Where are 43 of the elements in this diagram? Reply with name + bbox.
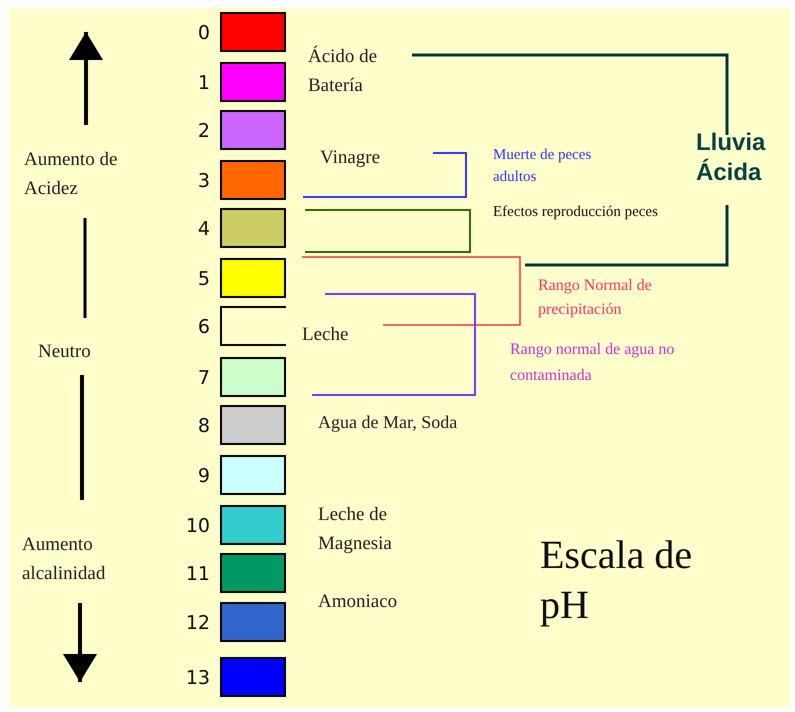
scale-label: Leche de Magnesia: [318, 503, 393, 556]
color-swatch: [220, 208, 286, 248]
scale-label: Neutro: [38, 340, 92, 364]
color-swatch: [220, 553, 286, 593]
ph-value: 1: [196, 72, 210, 94]
ph-value: 3: [196, 170, 210, 192]
scale-label: Amoniaco: [318, 590, 398, 614]
color-swatch: [220, 306, 286, 346]
color-swatch: [220, 357, 286, 397]
ph-value: 9: [196, 465, 210, 487]
color-swatch: [220, 62, 286, 102]
diagram-title: Escala de pH: [540, 531, 694, 629]
scale-label: Rango Normal de precipitación: [538, 276, 653, 320]
ph-value: 12: [184, 612, 210, 634]
scale-label: Vinagre: [320, 146, 382, 170]
color-swatch: [220, 455, 286, 495]
scale-label: Rango normal de agua no contaminada: [510, 340, 676, 386]
ph-value: 6: [196, 316, 210, 338]
ph-value: 8: [196, 415, 210, 437]
ph-value: 7: [196, 367, 210, 389]
color-swatch: [220, 258, 286, 298]
scale-label: Efectos reproducción peces: [493, 203, 659, 222]
ph-value: 10: [184, 515, 210, 537]
scale-label: Leche: [302, 323, 350, 347]
color-swatch: [220, 602, 286, 642]
color-swatch: [220, 505, 286, 545]
color-swatch: [220, 657, 286, 697]
scale-label: Muerte de peces adultos: [493, 146, 592, 187]
ph-value: 13: [184, 667, 210, 689]
scale-label: Aumento de Acidez: [24, 148, 118, 201]
ph-value: 5: [196, 268, 210, 290]
scale-label: Aumento alcalinidad: [22, 533, 106, 586]
color-swatch: [220, 405, 286, 445]
color-swatch: [220, 12, 286, 52]
scale-label: Agua de Mar, Soda: [318, 411, 458, 434]
ph-value: 2: [196, 120, 210, 142]
ph-value: 4: [196, 218, 210, 240]
ph-value: 0: [196, 22, 210, 44]
ph-value: 11: [184, 563, 210, 585]
color-swatch: [220, 110, 286, 150]
scale-label: Ácido de Batería: [308, 44, 378, 98]
scale-label: Lluvia Ácida: [696, 128, 766, 188]
color-swatch: [220, 160, 286, 200]
